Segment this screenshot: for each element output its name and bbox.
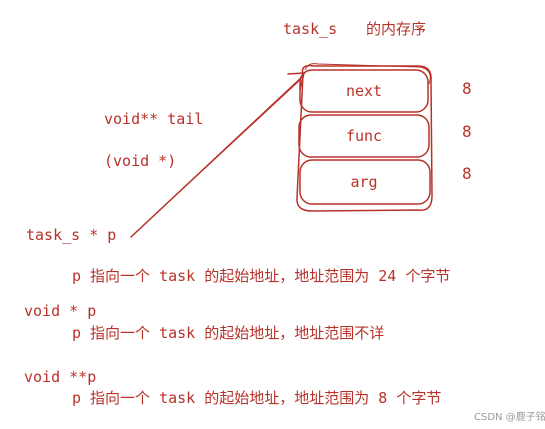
annotation-pointer: task_s * p — [26, 226, 117, 244]
field-label-func: func — [345, 127, 383, 145]
field-label-next: next — [345, 82, 383, 100]
explanation-3-description: p 指向一个 task 的起始地址，地址范围为 8 个字节 — [72, 389, 442, 407]
struct-outline — [296, 64, 433, 212]
field-box-next — [299, 69, 429, 113]
annotation-tail: void** tail — [104, 110, 204, 128]
title-suffix: 的内存序 — [366, 20, 427, 38]
field-label-arg: arg — [350, 173, 378, 191]
explanation-1-description: p 指向一个 task 的起始地址，地址范围为 24 个字节 — [72, 267, 451, 285]
explanation-3-declaration: void **p — [24, 368, 97, 386]
explanation-2-declaration: void * p — [24, 302, 97, 320]
field-box-func — [298, 114, 430, 158]
field-box-arg — [299, 159, 431, 205]
field-size-func: 8 — [462, 122, 472, 141]
field-size-arg: 8 — [462, 164, 472, 183]
arrowhead — [287, 72, 305, 90]
watermark: CSDN @鹿子铭 — [474, 412, 545, 423]
title-struct-name: task_s — [283, 20, 338, 38]
field-size-next: 8 — [462, 79, 472, 98]
explanation-2-description: p 指向一个 task 的起始地址，地址范围不详 — [72, 324, 385, 342]
annotation-cast: (void *) — [104, 152, 177, 170]
